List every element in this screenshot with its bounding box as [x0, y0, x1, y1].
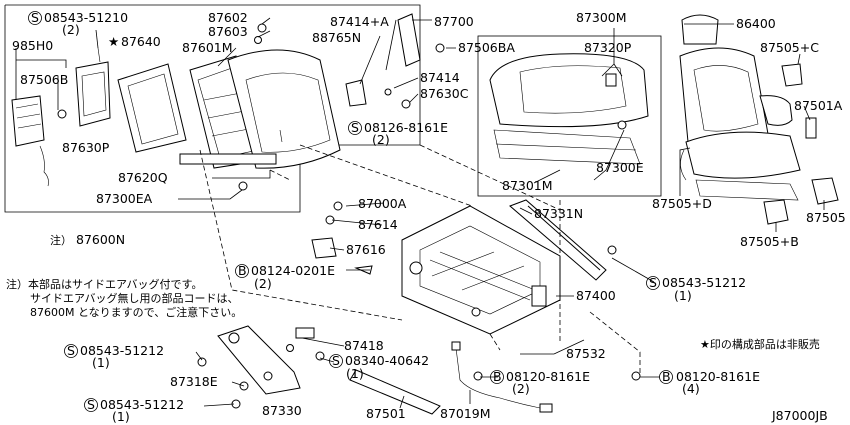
callout-87630P: 87630P [62, 140, 110, 155]
callout-87300M: 87300M [576, 10, 627, 25]
callout-08543-51212: 08543-51212 [662, 275, 746, 290]
callout-87620Q: 87620Q [118, 170, 168, 185]
seat-cushion-drawing [489, 53, 649, 165]
callout-quantity: (1) [346, 366, 364, 381]
s-marker: S [67, 343, 75, 358]
callout-08124-0201E: 08124-0201E [251, 263, 335, 278]
side-rail-drawing [509, 199, 607, 281]
callout-87019M: 87019M [440, 406, 491, 421]
callout-87506BA: 87506BA [458, 40, 515, 55]
dashed-connection-lines [199, 144, 641, 374]
callout-quantity: (1) [674, 288, 692, 303]
b-marker: B [662, 369, 671, 384]
star-note: ★印の構成部品は非販売 [700, 337, 820, 351]
callout-87300E: 87300E [596, 160, 644, 175]
callout-87601M: 87601M [182, 40, 233, 55]
callout-87301M: 87301M [502, 178, 553, 193]
callout-87501A: 87501A [794, 98, 843, 113]
s-marker: S [351, 120, 359, 135]
callout-87505C: 87505+C [760, 40, 819, 55]
callout-08543-51210: 08543-51210 [44, 10, 128, 25]
circled-markers: S S B S S S S B B [28, 10, 673, 412]
callout-87640: 87640 [121, 34, 161, 49]
callout-985H0: 985H0 [12, 38, 53, 53]
callout-87600N: 87600N [76, 232, 125, 247]
callout-87318E: 87318E [170, 374, 218, 389]
s-marker: S [332, 353, 340, 368]
part-labels: 08543-51210 (2) 985H0 87506B ★ 87640 876… [6, 10, 846, 424]
callout-87700: 87700 [434, 14, 474, 29]
callout-quantity: (2) [62, 22, 80, 37]
note-prefix: 注） [50, 233, 72, 247]
callout-87320P: 87320P [584, 40, 632, 55]
callout-87330: 87330 [262, 403, 302, 418]
callout-quantity: (1) [112, 409, 130, 424]
callout-87331N: 87331N [534, 206, 583, 221]
callout-87000A: 87000A [358, 196, 407, 211]
star-mark: ★ [108, 34, 119, 49]
note-line-2: サイドエアバッグ無し用の部品コードは、 [30, 291, 239, 305]
callout-87506B: 87506B [20, 72, 68, 87]
callout-08120-8161E: 08120-8161E [506, 369, 590, 384]
callout-quantity: (2) [372, 132, 390, 147]
seatback-cushion-trim-drawing [227, 49, 341, 169]
note-line-1: 注）本部品はサイドエアバッグ付です。 [6, 277, 202, 291]
b-marker: B [493, 369, 502, 384]
callout-87616: 87616 [346, 242, 386, 257]
callout-88765N: 88765N [312, 30, 361, 45]
b-marker: B [238, 263, 247, 278]
callout-87414A: 87414+A [330, 14, 389, 29]
callout-08126-8161E: 08126-8161E [364, 120, 448, 135]
callout-87532: 87532 [566, 346, 606, 361]
callout-86400: 86400 [736, 16, 776, 31]
s-marker: S [87, 397, 95, 412]
harness-drawing [451, 341, 553, 413]
callout-87400: 87400 [576, 288, 616, 303]
callout-87300EA: 87300EA [96, 191, 153, 206]
callout-08543-51212: 08543-51212 [80, 343, 164, 358]
callout-quantity: (4) [682, 381, 700, 396]
diagram-id: J87000JB [771, 408, 828, 423]
seatback-rear-panel-drawing [75, 47, 111, 127]
s-marker: S [649, 275, 657, 290]
callout-08543-51212: 08543-51212 [100, 397, 184, 412]
side-airbag-module-drawing [11, 95, 67, 187]
callout-08340-40642: 08340-40642 [345, 353, 429, 368]
callout-87630C: 87630C [420, 86, 469, 101]
note-line-3: 87600M となりますので、ご注意下さい。 [30, 305, 242, 319]
side-panel-drawing [345, 13, 445, 109]
callout-87505D: 87505+D [652, 196, 712, 211]
callout-87418: 87418 [344, 338, 384, 353]
callout-87505B: 87505+B [740, 234, 799, 249]
leader-lines [15, 17, 825, 409]
seatback-board-drawing [117, 63, 187, 153]
s-marker: S [31, 10, 39, 25]
callout-quantity: (1) [92, 355, 110, 370]
callout-87505: 87505 [806, 210, 846, 225]
callout-quantity: (2) [512, 381, 530, 396]
seat-side-bracket-drawing [217, 325, 301, 395]
callout-87414: 87414 [420, 70, 460, 85]
callout-87614: 87614 [358, 217, 398, 232]
callout-87602: 87602 [208, 10, 248, 25]
callout-87501: 87501 [366, 406, 406, 421]
complete-seat-drawing [679, 14, 801, 201]
cushion-assembly-box [477, 35, 662, 197]
callout-87603: 87603 [208, 24, 248, 39]
callout-08120-8161E: 08120-8161E [676, 369, 760, 384]
callout-quantity: (2) [254, 276, 272, 291]
